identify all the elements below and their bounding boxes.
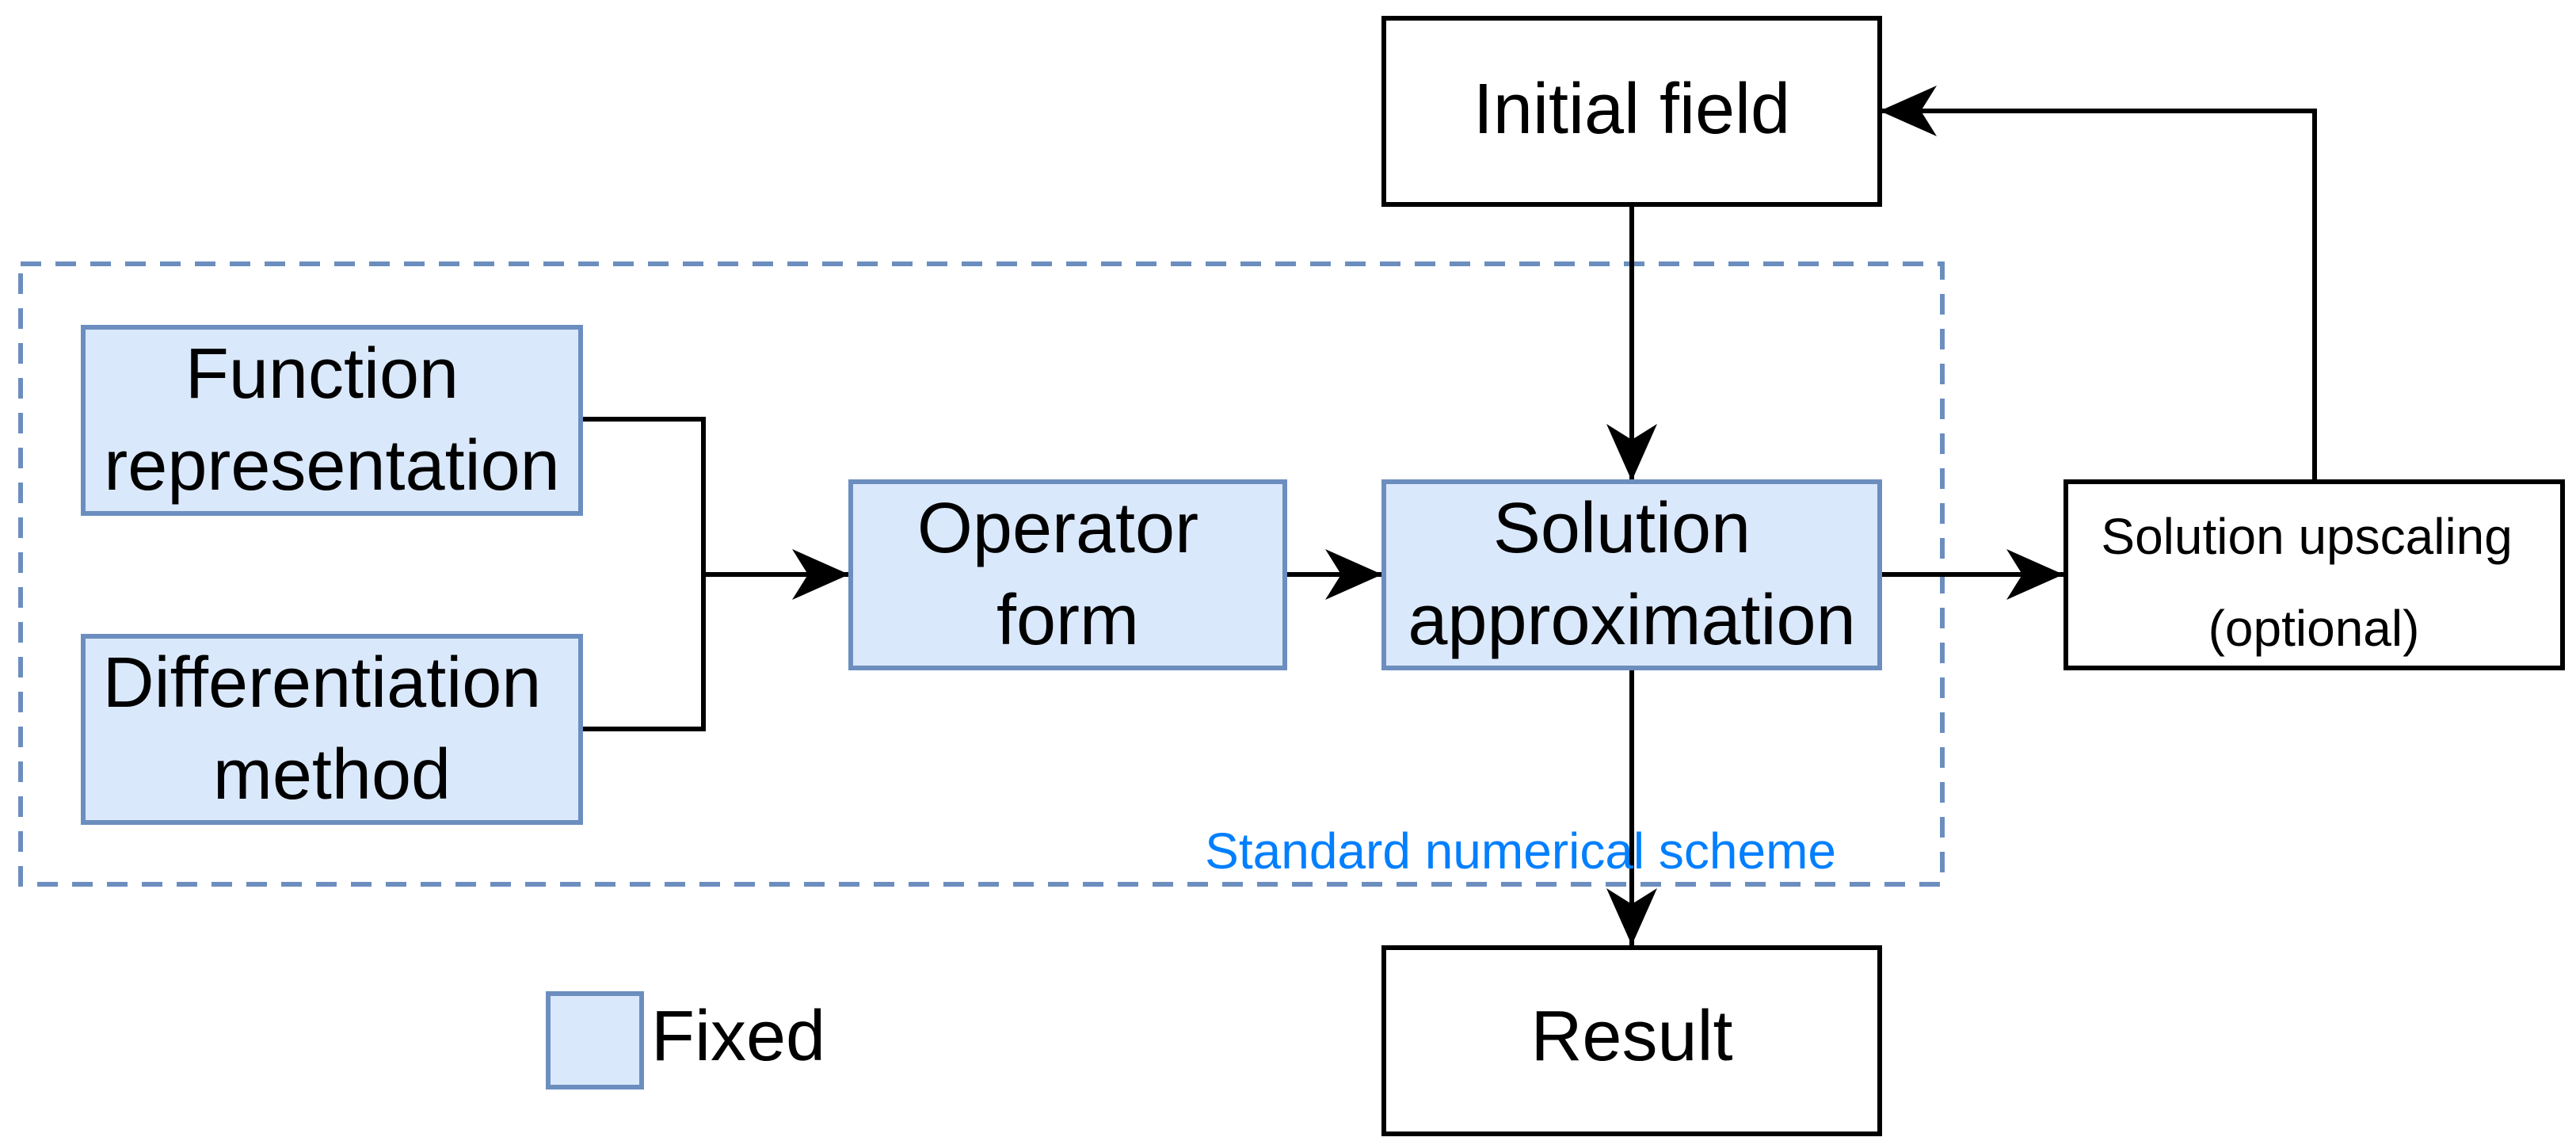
node-result-label: Result xyxy=(1530,997,1732,1076)
node-solution-approximation-line-1: Solution xyxy=(1493,489,1751,568)
node-function-representation: Function representation xyxy=(81,325,583,516)
node-solution-upscaling: Solution upscaling (optional) xyxy=(2063,479,2565,670)
node-result: Result xyxy=(1381,945,1882,1136)
group-label: Standard numerical scheme xyxy=(1205,822,1836,880)
node-differentiation-method-line-2: method xyxy=(213,735,451,815)
node-operator-form-line-2: form xyxy=(996,581,1139,660)
arrow-upscaling-to-initial-field xyxy=(1880,86,2317,481)
node-solution-approximation-line-2: approximation xyxy=(1408,581,1855,660)
svg-text:Solution approximation: Solution approximation xyxy=(1408,489,1855,660)
node-solution-upscaling-line-2: (optional) xyxy=(2208,600,2420,657)
node-initial-field: Initial field xyxy=(1381,16,1882,207)
svg-text:Differentiation method: Differentiation method xyxy=(103,643,562,815)
node-differentiation-method-line-1: Differentiation xyxy=(103,643,542,723)
node-differentiation-method: Differentiation method xyxy=(81,634,583,825)
svg-text:Operator form: Operator form xyxy=(917,489,1218,660)
connector-function-to-operator xyxy=(581,417,706,574)
legend-fixed-label: Fixed xyxy=(651,997,825,1076)
connectors xyxy=(581,86,2317,945)
connector-differentiation-to-operator xyxy=(581,574,706,731)
node-function-representation-line-2: representation xyxy=(104,426,559,506)
node-operator-form: Operator form xyxy=(848,479,1287,670)
node-initial-field-label: Initial field xyxy=(1473,70,1790,149)
svg-text:Solution upscaling (opti: Solution upscaling (optional) xyxy=(2101,508,2526,657)
legend-fixed-swatch xyxy=(546,991,644,1089)
node-solution-approximation: Solution approximation xyxy=(1381,479,1882,670)
svg-text:Initial field: Initial field xyxy=(1473,70,1790,149)
node-function-representation-line-1: Function xyxy=(185,334,459,414)
svg-text:Function representation: Function representation xyxy=(104,334,559,506)
node-solution-upscaling-line-1: Solution upscaling xyxy=(2101,508,2512,565)
node-operator-form-line-1: Operator xyxy=(917,489,1198,568)
svg-text:Result: Result xyxy=(1530,997,1732,1076)
legend: Fixed xyxy=(546,991,825,1089)
